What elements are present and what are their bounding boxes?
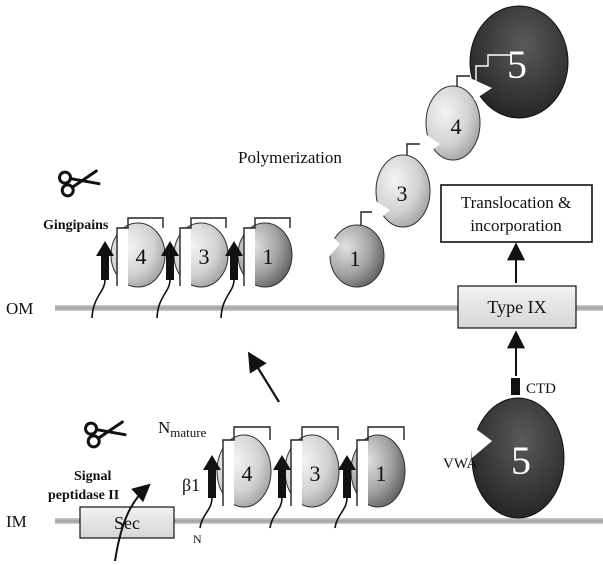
om-subunit-3: 3: [156, 217, 229, 319]
n-mature-base: N: [158, 418, 170, 437]
om-subunit-4-label: 4: [136, 244, 147, 269]
n-terminus-label: N: [193, 532, 202, 546]
beta-strand-arrow: [208, 468, 216, 498]
polymerization-label: Polymerization: [238, 148, 342, 167]
beta-strand-arrow: [166, 254, 174, 280]
polymer-subunit-4-label: 4: [451, 114, 462, 139]
im-label: IM: [6, 512, 27, 531]
polymer-subunit-1-label: 1: [350, 246, 361, 271]
im-subunit-1-label: 1: [376, 461, 387, 486]
im-subunit-1: 1: [334, 426, 406, 529]
scissors-icon: [84, 420, 127, 449]
lipid-anchor: [334, 497, 348, 529]
translocation-box: Translocation & incorporation: [440, 184, 593, 243]
sec-box: Sec: [79, 506, 175, 539]
polymer-subunit-5-label: 5: [507, 42, 527, 87]
translocation-line-2: incorporation: [470, 216, 562, 235]
sec-export-arrow: [114, 483, 151, 562]
lipid-anchor: [156, 279, 171, 319]
lipid-anchor: [91, 279, 106, 319]
polymer-subunit-3-label: 3: [397, 181, 408, 206]
beta-strand-arrow: [278, 468, 286, 498]
polymer-subunit-1: 1: [328, 211, 385, 288]
im-subunit-4-label: 4: [242, 461, 253, 486]
om-subunit-3-label: 3: [199, 244, 210, 269]
im-subunit-3: 3: [269, 426, 340, 529]
beta-strand-arrow: [101, 254, 109, 280]
polymer-subunit-5: 5: [469, 5, 569, 119]
inner-membrane: [55, 518, 603, 524]
sec-label: Sec: [114, 513, 140, 533]
im-subunit-4: 4: [199, 426, 272, 529]
polymer-subunit-4: 4: [424, 75, 481, 161]
im-subunit-3-label: 3: [310, 461, 321, 486]
vwa-label: VWA: [443, 456, 477, 472]
type-ix-box: Type IX: [457, 285, 577, 329]
om-label: OM: [6, 299, 33, 318]
scissors-icon: [58, 169, 101, 198]
polymer-subunit-3: 3: [374, 143, 431, 228]
om-subunit-1-label: 1: [263, 244, 274, 269]
translocation-line-1: Translocation &: [461, 193, 571, 212]
om-subunit-1: 1: [220, 217, 293, 319]
signal-peptidase-label-line-1: Signal: [74, 469, 111, 484]
ctd-domain: [511, 378, 520, 395]
n-mature-label: Nmature: [158, 418, 207, 440]
gingipains-label: Gingipains: [43, 218, 109, 233]
lipid-anchor: [199, 497, 213, 529]
n-mature-subscript: mature: [170, 425, 206, 440]
type-ix-label: Type IX: [487, 297, 546, 317]
beta1-label: β1: [182, 475, 200, 495]
arrow-im-to-om: [247, 351, 280, 403]
outer-membrane: [55, 305, 603, 311]
lipid-anchor: [220, 279, 235, 319]
beta-strand-arrow: [343, 468, 351, 498]
lipid-anchor: [269, 497, 283, 529]
beta-strand-arrow: [230, 254, 238, 280]
signal-peptidase-label-line-2: peptidase II: [48, 488, 119, 503]
om-subunit-4: 4: [91, 217, 166, 319]
periplasmic-subunit-5-label: 5: [511, 438, 531, 483]
ctd-label: CTD: [526, 381, 556, 397]
periplasmic-subunit-5: 5: [471, 378, 565, 519]
